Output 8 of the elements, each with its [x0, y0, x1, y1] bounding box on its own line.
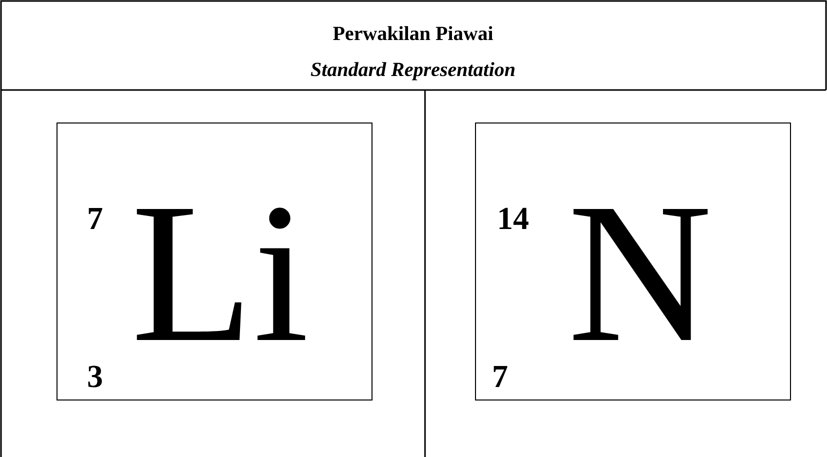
table-heading: Perwakilan Piawai — [333, 26, 493, 40]
heading-translation: Standard Representation — [310, 62, 515, 80]
atomic-number: 7 — [494, 366, 508, 387]
atomic-number: 3 — [88, 366, 102, 388]
mass-number: 14 — [500, 208, 528, 229]
mass-number: 7 — [88, 208, 102, 229]
element-symbol: Li — [136, 208, 306, 340]
element-symbol: N — [574, 209, 708, 340]
